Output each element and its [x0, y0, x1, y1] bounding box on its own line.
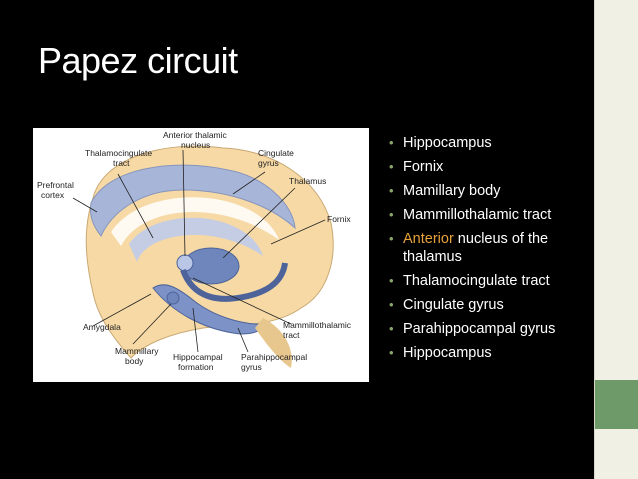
label-cingulate-2: gyrus	[258, 158, 279, 168]
white-band	[111, 197, 279, 246]
bullet-text: Hippocampus	[403, 345, 492, 361]
slide: Papez circuit	[0, 0, 594, 479]
label-amygdala: Amygdala	[83, 322, 121, 332]
label-mammillary-2: body	[125, 356, 144, 366]
label-parahippocampal-2: gyrus	[241, 362, 262, 372]
bullet-text: Cingulate gyrus	[403, 297, 504, 313]
bullet-item: Cingulate gyrus	[388, 296, 598, 314]
bullet-text: Parahippocampal gyrus	[403, 321, 556, 337]
decorative-sidebar	[594, 0, 638, 479]
bullet-list: Hippocampus Fornix Mamillary body Mammil…	[388, 134, 598, 368]
label-parahippocampal: Parahippocampal	[241, 352, 307, 362]
bullet-item: Mamillary body	[388, 182, 598, 200]
bullet-item: Parahippocampal gyrus	[388, 320, 598, 338]
bullet-text: Thalamocingulate tract	[403, 273, 550, 289]
bullet-item: Anterior nucleus of the thalamus	[388, 230, 598, 266]
slide-title: Papez circuit	[38, 40, 238, 81]
corpus-region	[129, 217, 263, 262]
sidebar-green-block	[594, 380, 638, 429]
label-mammillothalamic-2: tract	[283, 330, 300, 340]
label-anterior-thalamic: Anterior thalamic	[163, 130, 228, 140]
anterior-nucleus-shape	[176, 254, 194, 272]
bullet-item: Fornix	[388, 158, 598, 176]
brainstem-shape	[255, 318, 292, 368]
bullet-item: Mammillothalamic tract	[388, 206, 598, 224]
fornix-path	[180, 262, 288, 302]
label-prefrontal: Prefrontal	[37, 180, 74, 190]
bullet-item: Thalamocingulate tract	[388, 272, 598, 290]
bullet-item: Hippocampus	[388, 344, 598, 362]
bullet-text: Fornix	[403, 159, 444, 175]
label-thalamocingulate-2: tract	[113, 158, 130, 168]
label-anterior-thalamic-2: nucleus	[181, 140, 210, 150]
label-thalamus: Thalamus	[289, 176, 326, 186]
leader-lines	[72, 149, 326, 353]
label-thalamocingulate: Thalamocingulate	[85, 148, 152, 158]
label-hippocampal: Hippocampal	[173, 352, 223, 362]
label-mammillothalamic: Mammillothalamic	[283, 320, 352, 330]
papez-circuit-diagram: Anterior thalamic nucleus Thalamocingula…	[33, 128, 369, 382]
label-hippocampal-2: formation	[178, 362, 214, 372]
label-cingulate: Cingulate	[258, 148, 294, 158]
bullet-item: Hippocampus	[388, 134, 598, 152]
label-prefrontal-2: cortex	[41, 190, 65, 200]
bullet-text: Hippocampus	[403, 135, 492, 151]
sidebar-divider	[594, 0, 595, 479]
bullet-text: Mammillothalamic tract	[403, 207, 552, 223]
label-mammillary: Mammillary	[115, 346, 159, 356]
brain-illustration: Anterior thalamic nucleus Thalamocingula…	[37, 130, 352, 372]
bullet-text: Mamillary body	[403, 183, 501, 199]
mammillary-shape	[166, 291, 180, 305]
bullet-text: nucleus of the thalamus	[403, 231, 549, 265]
label-fornix: Fornix	[327, 214, 351, 224]
bullet-accent-text: Anterior	[403, 231, 454, 247]
